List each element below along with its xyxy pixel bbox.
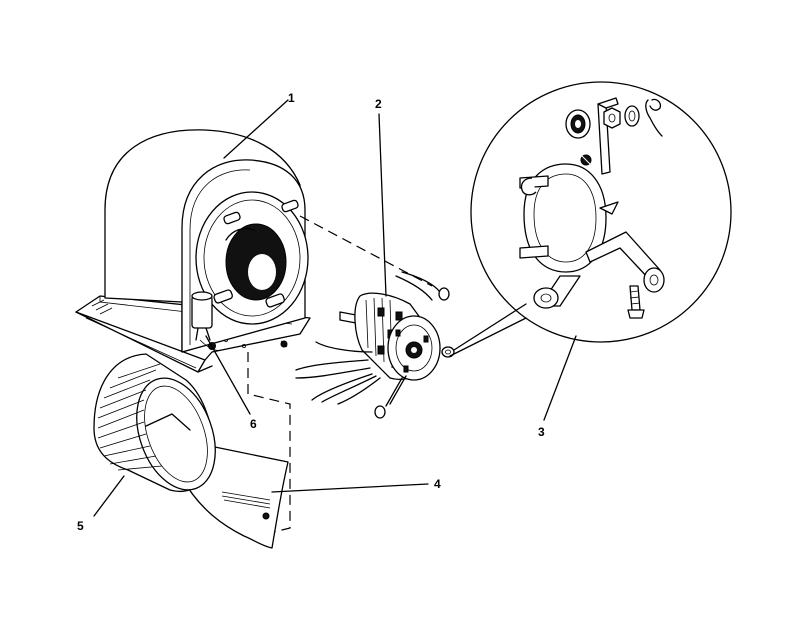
blower-housing [75,129,311,373]
callout-4: 4 [434,477,441,491]
housing-mounting-studs [213,199,299,308]
callout-6: 6 [250,417,257,431]
callout-3: 3 [538,425,545,439]
callout-2: 2 [375,97,382,111]
mount-bolt [627,285,645,319]
plate-screw [280,340,288,348]
leader-lines [93,99,577,517]
callout-1: 1 [288,91,295,105]
motor-mount-detail [470,81,732,343]
grommet [565,109,591,139]
motor-wiring-leads [295,341,407,419]
blower-wheel [93,353,216,492]
callout-labels: 1 2 3 4 5 6 [77,91,545,533]
wheel-blades [97,363,163,471]
washer [624,105,640,127]
nut [603,107,621,129]
capacitor [191,291,223,351]
retaining-clip [645,98,663,137]
callout-5: 5 [77,519,84,533]
blower-motor [295,271,455,419]
mount-screw-top [580,154,592,166]
assembly-guide-lines [247,215,433,533]
